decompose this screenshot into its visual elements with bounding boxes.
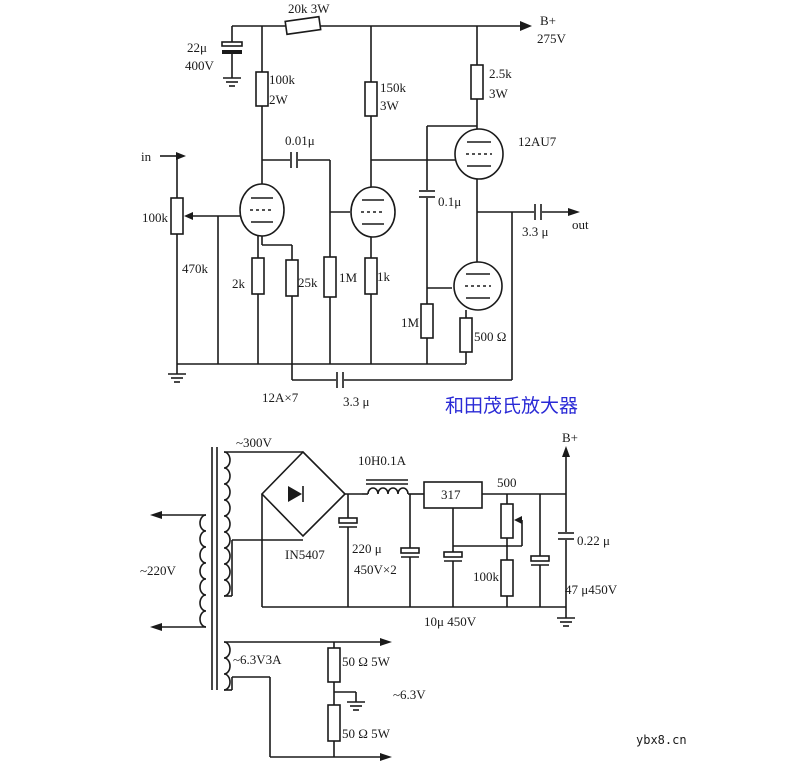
label-c-first-voltage: 450V×2 <box>354 562 397 577</box>
r-grid2-resistor <box>323 256 337 298</box>
r-hum2-resistor <box>327 704 341 742</box>
input-arrow-icon <box>176 152 186 160</box>
label-r-hum1: 50 Ω 5W <box>342 654 391 669</box>
ground-icon <box>347 701 365 711</box>
label-r-grid2: 1M <box>339 270 358 285</box>
label-input: in <box>141 149 152 164</box>
label-r-cathode2: 1k <box>377 269 391 284</box>
r-bplus-resistor <box>284 15 322 36</box>
label-hv-secondary: ~300V <box>236 435 273 450</box>
psu-bplus-arrow-icon <box>562 446 570 457</box>
label-heater-secondary: ~6.3V3A <box>233 652 282 667</box>
choke-inductor <box>367 487 409 495</box>
wiper-arrow-icon <box>184 212 193 220</box>
label-c-out1: 0.22 μ <box>577 533 610 548</box>
label-c-filter-value: 22μ <box>187 40 207 55</box>
label-reg-ic: 317 <box>441 487 461 502</box>
label-c-first-value: 220 μ <box>352 541 382 556</box>
label-output: out <box>572 217 589 232</box>
watermark: ybx8.cn <box>636 733 687 747</box>
r-cathode1-resistor <box>251 257 265 295</box>
r-plate1-resistor <box>255 71 269 107</box>
c-choke-capacitor <box>400 547 420 554</box>
label-tubes-note: 12A×7 <box>262 390 299 405</box>
label-r-grid1: 470k <box>182 261 209 276</box>
label-c-mid: 10μ 450V <box>424 614 477 629</box>
label-c-out2: 47 μ450V <box>565 582 618 597</box>
label-r-plate3-value: 2.5k <box>489 66 512 81</box>
label-heater-voltage: ~6.3V <box>393 687 426 702</box>
ground-icon <box>223 77 241 87</box>
label-r-feedback: 25k <box>298 275 318 290</box>
mains-arrow-icon <box>150 623 162 631</box>
c-filter-capacitor <box>221 41 243 47</box>
label-volume-pot: 100k <box>142 210 169 225</box>
bplus-arrow-icon <box>520 21 532 31</box>
amplifier-circuit: 20k 3W B+ 275V 22μ 400V 100k 2W 150k 3W … <box>141 1 589 409</box>
volume-potentiometer <box>170 197 184 235</box>
c-first-capacitor <box>338 517 358 524</box>
trim-wiper-arrow-icon <box>514 516 522 524</box>
label-mains: ~220V <box>140 563 177 578</box>
label-rectifier: IN5407 <box>285 547 325 562</box>
r-plate3-resistor <box>470 64 484 100</box>
label-r-adjust: 100k <box>473 569 500 584</box>
label-r-plate2-power: 3W <box>380 98 400 113</box>
diode-icon <box>288 486 302 502</box>
power-supply-circuit: ~300V ~220V IN5407 10H0.1A 317 500 B+ 22… <box>140 430 618 761</box>
ground-icon <box>168 373 186 383</box>
label-bplus: B+ <box>540 13 556 28</box>
hv-secondary-winding <box>223 451 231 597</box>
r-cathode2-resistor <box>364 257 378 295</box>
r-cathode3-resistor <box>459 317 473 353</box>
heater-secondary-winding <box>223 641 231 691</box>
label-c-coupling2: 0.1μ <box>438 194 461 209</box>
r-feedback-resistor <box>285 259 299 297</box>
c-out2-capacitor <box>530 555 550 562</box>
r-hum1-resistor <box>327 647 341 683</box>
label-r-bplus: 20k 3W <box>288 1 330 16</box>
label-r-plate1-value: 100k <box>269 72 296 87</box>
primary-winding <box>199 514 207 628</box>
label-r-grid3: 1M <box>401 315 420 330</box>
r-grid3-resistor <box>420 303 434 339</box>
label-r-plate1-power: 2W <box>269 92 289 107</box>
output-arrow-icon <box>568 208 580 216</box>
r-plate2-resistor <box>364 81 378 117</box>
label-r-cathode3: 500 Ω <box>474 329 506 344</box>
label-psu-bplus: B+ <box>562 430 578 445</box>
heater-arrow-icon <box>380 638 392 646</box>
label-tube-type: 12AU7 <box>518 134 557 149</box>
label-c-coupling1: 0.01μ <box>285 133 315 148</box>
label-r-plate2-value: 150k <box>380 80 407 95</box>
mains-arrow-icon <box>150 511 162 519</box>
label-r-cathode1: 2k <box>232 276 246 291</box>
label-c-filter-voltage: 400V <box>185 58 215 73</box>
label-choke: 10H0.1A <box>358 453 407 468</box>
label-pot: 500 <box>497 475 517 490</box>
label-c-feedback: 3.3 μ <box>343 394 370 409</box>
label-c-output: 3.3 μ <box>522 224 549 239</box>
heater-arrow-icon <box>380 753 392 761</box>
page-title: 和田茂氏放大器 <box>445 395 578 417</box>
label-r-plate3-power: 3W <box>489 86 509 101</box>
c-adj-capacitor <box>443 551 463 558</box>
r-adjust-resistor <box>500 559 514 597</box>
label-r-hum2: 50 Ω 5W <box>342 726 391 741</box>
label-bplus-voltage: 275V <box>537 31 567 46</box>
ground-icon <box>557 617 575 627</box>
trim-potentiometer <box>500 503 514 539</box>
